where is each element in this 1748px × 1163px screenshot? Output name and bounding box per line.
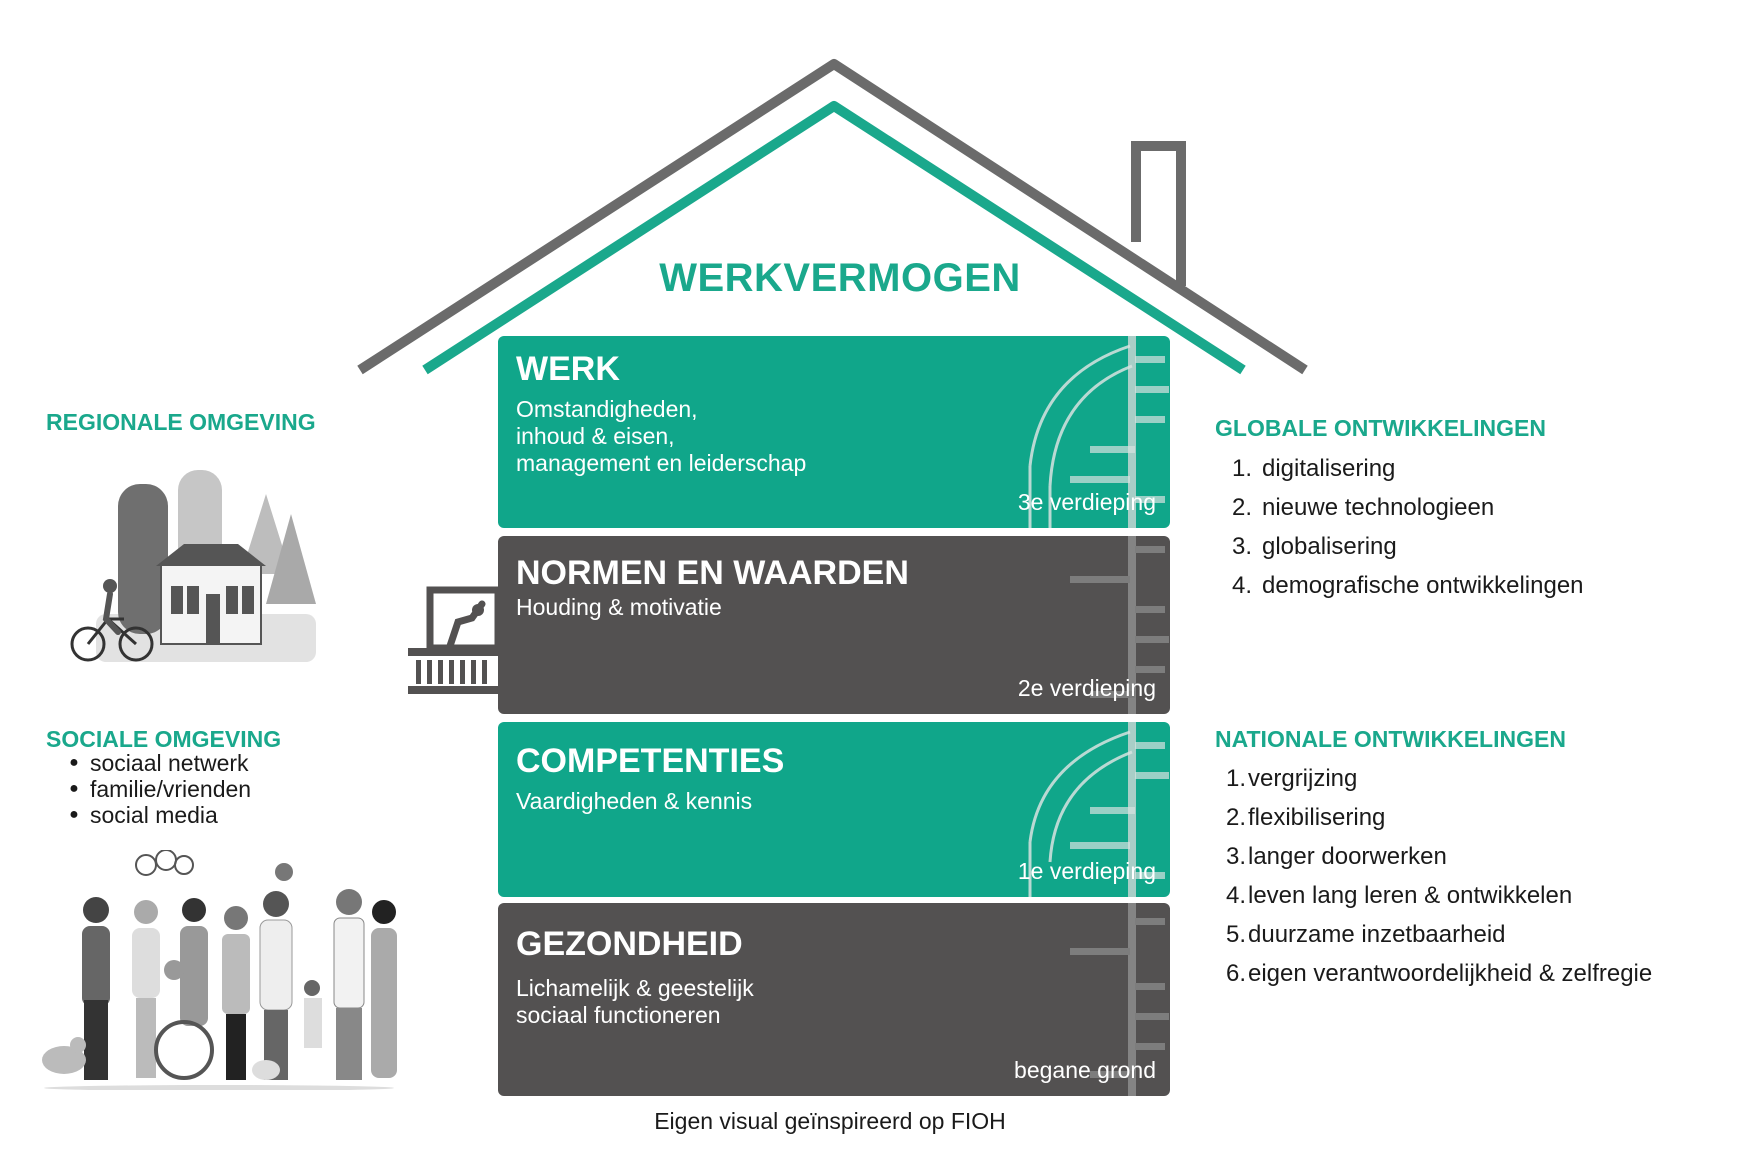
list-item: 2.flexibilisering [1225, 803, 1386, 831]
caption: Eigen visual geïnspireerd op FIOH [654, 1108, 1006, 1134]
floor-subtitle: Omstandigheden, inhoud & eisen, manageme… [516, 396, 807, 476]
people-group-illustration [42, 850, 397, 1090]
floor-title: COMPETENTIES [516, 742, 785, 780]
list-item: ●sociaal netwerk [69, 749, 249, 776]
spiral-staircase-icon [1070, 536, 1169, 714]
farm-landscape-illustration [70, 470, 316, 662]
list-item: 5.duurzame inzetbaarheid [1225, 920, 1506, 948]
social-list: ●sociaal netwerk ●familie/vrienden ●soci… [58, 750, 251, 828]
list-item: 3.langer doorwerken [1225, 842, 1447, 870]
list-item: 6.eigen verantwoordelijkheid & zelfregie [1225, 959, 1653, 987]
roof-outer-line [357, 59, 1308, 375]
floor-subtitle: Houding & motivatie [516, 594, 722, 620]
floor-subtitle: Lichamelijk & geestelijk sociaal functio… [516, 975, 754, 1028]
list-item: 2.nieuwe technologieen [1231, 493, 1495, 521]
roof-inner-line [422, 101, 1246, 375]
regional-heading: REGIONALE OMGEVING [46, 409, 316, 435]
house-roof [357, 59, 1308, 375]
house-title: WERKVERMOGEN [659, 256, 1021, 300]
list-item: 3.globalisering [1231, 532, 1397, 560]
floor-level-label: begane grond [1014, 1057, 1156, 1083]
global-heading: GLOBALE ONTWIKKELINGEN [1215, 415, 1546, 441]
social-heading: SOCIALE OMGEVING [46, 726, 282, 752]
spiral-staircase-icon [1070, 903, 1169, 1096]
list-item: 4.leven lang leren & ontwikkelen [1225, 881, 1573, 909]
list-item: 1.vergrijzing [1225, 764, 1358, 792]
list-item: ●familie/vrienden [69, 775, 252, 802]
floor-gezondheid: GEZONDHEID Lichamelijk & geestelijk soci… [498, 903, 1170, 1096]
floor-title: WERK [516, 350, 620, 388]
floor-level-label: 2e verdieping [1017, 675, 1156, 701]
list-item: 1.digitalisering [1231, 454, 1396, 482]
balcony-person-icon [408, 586, 500, 694]
floor-subtitle: Vaardigheden & kennis [516, 788, 753, 814]
spiral-staircase-icon [1028, 336, 1169, 528]
floor-normen-en-waarden: NORMEN EN WAARDEN Houding & motivatie 2e… [498, 536, 1170, 714]
floor-title: GEZONDHEID [516, 925, 743, 963]
list-item: ●social media [69, 801, 218, 828]
national-list: 1.vergrijzing 2.flexibilisering 3.langer… [1220, 759, 1652, 993]
floor-level-label: 3e verdieping [1017, 489, 1156, 515]
floor-werk: WERK Omstandigheden, inhoud & eisen, man… [498, 336, 1170, 528]
spiral-staircase-icon [1028, 722, 1169, 897]
list-item: 4.demografische ontwikkelingen [1231, 571, 1584, 599]
floor-title: NORMEN EN WAARDEN [516, 554, 909, 592]
floor-level-label: 1e verdieping [1017, 858, 1156, 884]
global-list: 1.digitalisering 2.nieuwe technologieen … [1220, 449, 1584, 605]
floor-competenties: COMPETENTIES Vaardigheden & kennis 1e ve… [498, 722, 1170, 897]
national-heading: NATIONALE ONTWIKKELINGEN [1215, 726, 1566, 752]
chimney [1131, 141, 1186, 286]
